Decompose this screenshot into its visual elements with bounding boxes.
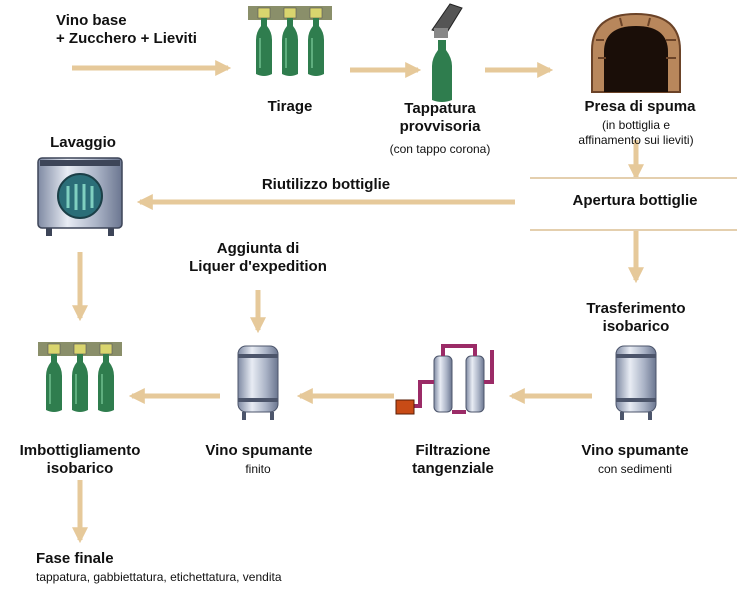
riutilizzo-label: Riutilizzo bottiglie <box>261 176 391 193</box>
apertura-band <box>530 177 737 231</box>
fase-finale-note: tappatura, gabbiettatura, etichettatura,… <box>36 570 282 584</box>
apertura-label: Apertura bottiglie <box>572 192 698 209</box>
sediment-wine-tank-icon <box>615 345 657 421</box>
filtrazione-line1: Filtrazione <box>415 442 491 459</box>
fase-finale-label: Fase finale <box>36 550 114 567</box>
tappatura-line1: Tappatura <box>404 100 476 117</box>
bottling-bottles-icon <box>38 342 122 412</box>
vino-finito-note: finito <box>245 462 271 476</box>
lavaggio-label: Lavaggio <box>50 134 116 151</box>
finished-wine-tank-icon <box>237 345 279 421</box>
filtration-unit-icon <box>395 344 494 415</box>
washing-machine-icon <box>37 157 123 236</box>
filtrazione-line2: tangenziale <box>412 460 494 477</box>
cellar-oven-icon <box>591 12 681 93</box>
vino-sedimenti-label: Vino spumante <box>581 442 689 459</box>
tappatura-label: Tappatura provvisoria <box>376 100 504 136</box>
liquer-line2: Liquer d'expedition <box>189 258 327 275</box>
presa-note1: (in bottiglia e <box>601 118 671 132</box>
tirage-bottles-icon <box>248 6 332 76</box>
tirage-label: Tirage <box>267 98 313 115</box>
input-line2: + Zucchero + Lieviti <box>56 30 197 47</box>
imbottigliamento-label: Imbottigliamento isobarico <box>0 442 160 478</box>
presa-label: Presa di spuma <box>584 98 696 115</box>
liquer-label: Aggiunta di Liquer d'expedition <box>168 240 348 276</box>
liquer-line1: Aggiunta di <box>216 240 300 257</box>
filtrazione-label: Filtrazione tangenziale <box>388 442 518 478</box>
imbottigliamento-line1: Imbottigliamento <box>19 442 141 459</box>
input-label: Vino base + Zucchero + Lieviti <box>56 12 197 48</box>
flow-arrows <box>71 59 645 544</box>
trasferimento-line1: Trasferimento <box>586 300 686 317</box>
tappatura-note: (con tappo corona) <box>389 142 491 156</box>
imbottigliamento-line2: isobarico <box>46 460 114 477</box>
tappatura-line2: provvisoria <box>399 118 481 135</box>
capping-tool-icon <box>431 3 463 102</box>
presa-note: (in bottiglia e affinamento sui lieviti) <box>546 118 726 148</box>
input-line1: Vino base <box>56 12 127 29</box>
trasferimento-label: Trasferimento isobarico <box>566 300 706 336</box>
presa-note2: affinamento sui lieviti) <box>578 133 694 147</box>
vino-sedimenti-note: con sedimenti <box>597 462 673 476</box>
trasferimento-line2: isobarico <box>602 318 670 335</box>
vino-finito-label: Vino spumante <box>205 442 313 459</box>
